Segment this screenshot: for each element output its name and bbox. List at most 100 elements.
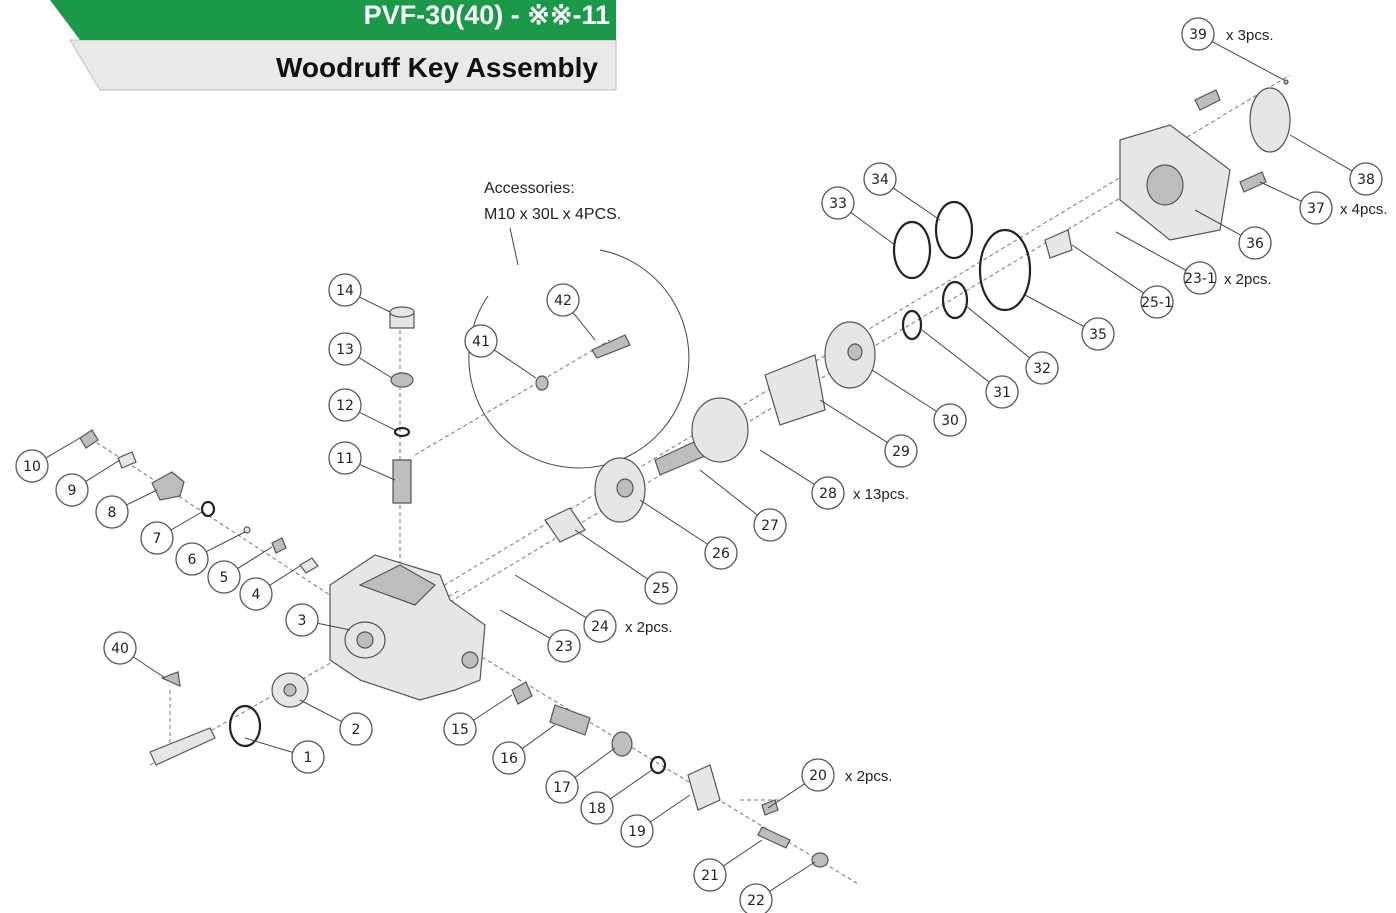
callout-41: 41 <box>464 324 498 358</box>
leader-line-18 <box>609 769 653 800</box>
diagram-subtitle: Woodruff Key Assembly <box>275 52 598 83</box>
parts-shaft-side <box>149 671 309 766</box>
callout-25-1: 25-1 <box>1140 285 1174 319</box>
callout-circle-12 <box>328 388 362 422</box>
leader-line-28 <box>759 449 815 485</box>
callout-26: 26 <box>704 536 738 570</box>
callout-32: 32 <box>1025 351 1059 385</box>
callout-number-34: 34 <box>871 172 889 188</box>
callout-number-14: 14 <box>336 283 354 299</box>
callout-circle-18 <box>580 791 614 825</box>
callout-qty-37: x 4pcs. <box>1340 201 1388 218</box>
callout-27: 27 <box>753 508 787 542</box>
callout-28: 28 x 13pcs. <box>811 476 909 510</box>
callout-number-20: 20 <box>809 768 827 784</box>
callout-number-18: 18 <box>588 801 606 817</box>
callout-circle-27 <box>753 508 787 542</box>
callout-circle-19 <box>620 814 654 848</box>
diagram-title: PVF-30(40) - ※※-11 <box>363 0 610 30</box>
callout-10: 10 <box>15 449 49 483</box>
callout-20: 20 x 2pcs. <box>801 758 893 792</box>
callout-number-38: 38 <box>1357 172 1375 188</box>
callout-number-26: 26 <box>712 546 730 562</box>
callout-number-41: 41 <box>472 334 490 350</box>
callout-circle-31 <box>985 375 1019 409</box>
callout-number-1: 1 <box>304 750 313 766</box>
callout-circle-9 <box>55 473 89 507</box>
callout-circle-8 <box>95 495 129 529</box>
callout-circle-16 <box>492 741 526 775</box>
pump-body <box>329 554 486 701</box>
leader-line-34 <box>892 187 941 221</box>
callout-circle-39 <box>1181 17 1215 51</box>
callout-number-40: 40 <box>111 641 129 657</box>
leader-line-23 <box>499 609 551 639</box>
callout-qty-24: x 2pcs. <box>625 619 673 636</box>
leader-line-17 <box>574 747 616 778</box>
callout-number-32: 32 <box>1033 361 1051 377</box>
leader-line-31 <box>921 329 990 383</box>
callout-18: 18 <box>580 791 614 825</box>
callout-number-22: 22 <box>747 893 765 909</box>
callout-circle-6 <box>175 542 209 576</box>
callout-number-35: 35 <box>1089 327 1107 343</box>
callout-31: 31 <box>985 375 1019 409</box>
callout-42: 42 <box>546 283 580 317</box>
callout-circle-41 <box>464 324 498 358</box>
callout-14: 14 <box>328 273 362 307</box>
callout-11: 11 <box>328 441 362 475</box>
callout-number-5: 5 <box>220 570 229 586</box>
callout-qty-28: x 13pcs. <box>853 486 909 503</box>
callout-5: 5 <box>207 560 241 594</box>
callout-number-27: 27 <box>761 518 779 534</box>
callout-circle-10 <box>15 449 49 483</box>
callout-8: 8 <box>95 495 129 529</box>
leader-line-10 <box>45 437 81 459</box>
leader-line-33 <box>850 212 896 246</box>
callout-qty-20: x 2pcs. <box>845 768 893 785</box>
callout-34: 34 <box>863 162 897 196</box>
leader-line-5 <box>237 546 273 569</box>
leader-line-7 <box>170 511 203 531</box>
leader-line-29 <box>819 399 888 443</box>
callout-22: 22 <box>739 883 773 913</box>
callout-number-28: 28 <box>819 486 837 502</box>
callout-number-21: 21 <box>701 868 719 884</box>
callout-circle-34 <box>863 162 897 196</box>
callout-2: 2 <box>339 712 373 746</box>
callout-qty-23-1: x 2pcs. <box>1224 271 1272 288</box>
parts-top-port <box>389 306 415 504</box>
callout-30: 30 <box>933 403 967 437</box>
callout-circle-22 <box>739 883 773 913</box>
callout-circle-3 <box>285 603 319 637</box>
callout-number-17: 17 <box>553 780 571 796</box>
callout-number-2: 2 <box>352 722 361 738</box>
callout-12: 12 <box>328 388 362 422</box>
callout-circle-33 <box>821 186 855 220</box>
leader-line-30 <box>871 369 937 412</box>
leader-line-37 <box>1259 181 1302 202</box>
callout-qty-39: x 3pcs. <box>1226 27 1274 44</box>
leader-line-24 <box>514 574 587 619</box>
callout-19: 19 <box>620 814 654 848</box>
leader-line-14 <box>359 296 391 313</box>
callout-number-4: 4 <box>252 587 261 603</box>
callout-1: 1 <box>291 740 325 774</box>
accessories-spec: M10 x 30L x 4PCS. <box>484 206 621 223</box>
callout-circle-35 <box>1081 317 1115 351</box>
callout-35: 35 <box>1081 317 1115 351</box>
callout-number-10: 10 <box>23 459 41 475</box>
assembly-axes <box>84 74 1291 886</box>
callout-number-33: 33 <box>829 196 847 212</box>
leader-line-36 <box>1194 209 1242 236</box>
callout-circle-32 <box>1025 351 1059 385</box>
parts-relief-side <box>79 429 319 574</box>
callout-number-29: 29 <box>892 444 910 460</box>
callout-number-25-1: 25-1 <box>1141 295 1173 311</box>
callout-33: 33 <box>821 186 855 220</box>
callout-circle-5 <box>207 560 241 594</box>
